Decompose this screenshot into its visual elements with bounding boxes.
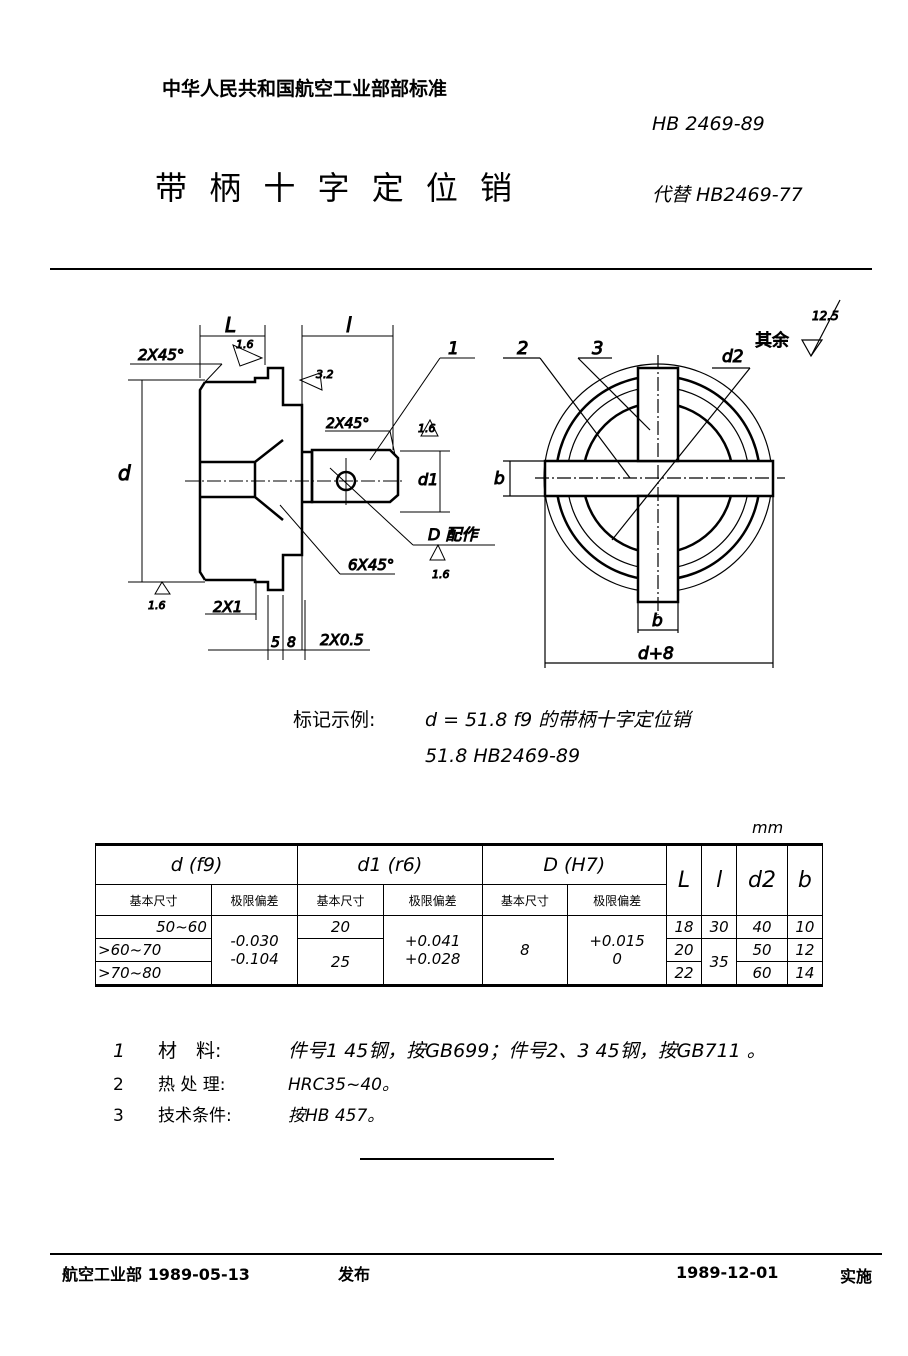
- chamfer-pin: 2X45°: [326, 416, 369, 432]
- cell-b: 14: [786, 961, 824, 986]
- tol-lower: 0: [612, 950, 622, 968]
- standard-code: HB 2469-89: [652, 113, 765, 135]
- note-2: 2 热 处 理: HRC35~40。: [113, 1070, 399, 1095]
- tol-upper: +0.015: [589, 932, 645, 950]
- note-label: 技术条件:: [158, 1106, 232, 1126]
- note-1: 1 材 料: 件号1 45钢，按GB699；件号2、3 45钢，按GB711 。: [113, 1036, 766, 1063]
- cell-d2: 60: [736, 961, 788, 986]
- header-b: b: [786, 844, 824, 916]
- dim-b-left: b: [494, 469, 505, 489]
- note-text: 按HB 457。: [288, 1106, 385, 1126]
- roughness-pin: 1.6: [418, 422, 436, 435]
- note-text: 件号1 45钢，按GB699；件号2、3 45钢，按GB711 。: [288, 1040, 766, 1062]
- dim-5: 5: [271, 635, 280, 651]
- tol-lower: -0.104: [230, 950, 279, 968]
- dim-d2: d2: [722, 347, 744, 367]
- roughness-face: 3.2: [316, 368, 334, 381]
- tol-upper: -0.030: [230, 932, 279, 950]
- effective-label: 实施: [840, 1267, 873, 1286]
- end-rule: [360, 1158, 554, 1160]
- dim-L: L: [225, 313, 236, 337]
- cell-d: >60~70: [95, 938, 212, 962]
- cell-L: 22: [665, 961, 703, 986]
- unit-label: mm: [752, 818, 784, 837]
- effective-date: 1989-12-01: [676, 1263, 779, 1282]
- header-D: D (H7): [481, 844, 667, 885]
- note-label: 热 处 理:: [158, 1075, 226, 1095]
- subheader: 极限偏差: [210, 884, 299, 916]
- cell-d-tolerance: -0.030-0.104: [210, 915, 299, 986]
- subheader: 基本尺寸: [297, 884, 384, 916]
- tol-lower: +0.028: [404, 950, 461, 968]
- dimensions-table: d (f9) d1 (r6) D (H7) L l d2 b 基本尺寸 极限偏差…: [94, 843, 824, 987]
- note-label: 材 料:: [158, 1040, 222, 1062]
- hole-note: D 配作: [428, 525, 480, 544]
- header-d: d (f9): [94, 844, 299, 885]
- org-standard-title: 中华人民共和国航空工业部部标准: [162, 78, 448, 100]
- subheader: 基本尺寸: [481, 884, 569, 916]
- roughness-top: 1.6: [236, 338, 254, 351]
- cell-d1-basic: 25: [297, 938, 384, 986]
- marking-example-line2: 51.8 HB2469-89: [425, 745, 581, 767]
- roughness-rest-label: 其余: [755, 331, 789, 351]
- cell-b: 10: [786, 915, 824, 939]
- issuer-date: 航空工业部 1989-05-13: [62, 1265, 250, 1284]
- marking-example-line1: d = 51.8 f9 的带柄十字定位销: [425, 709, 691, 731]
- cell-d: >70~80: [95, 961, 212, 986]
- header-l: l: [701, 844, 738, 916]
- roughness-rest-value: 12.5: [812, 309, 839, 323]
- table-row: >70~80 22 60 14: [95, 961, 824, 986]
- header-d2: d2: [736, 844, 788, 916]
- cell-l: 35: [701, 938, 738, 986]
- subheader: 极限偏差: [382, 884, 483, 916]
- header-rule: [50, 268, 872, 270]
- cell-b: 12: [786, 938, 824, 962]
- replaces-standard: 代替 HB2469-77: [652, 184, 803, 206]
- note-3: 3 技术条件: 按HB 457。: [113, 1101, 384, 1126]
- dim-overall: d+8: [638, 644, 674, 664]
- side-view-thin-lines: [128, 325, 495, 660]
- cell-D-basic: 8: [481, 915, 569, 986]
- note-number: 1: [113, 1040, 126, 1062]
- subheader: 基本尺寸: [95, 884, 212, 916]
- dim-l: l: [346, 313, 352, 337]
- front-view: [503, 299, 841, 668]
- roughness-bottom: 1.6: [148, 599, 166, 612]
- dim-d: d: [118, 461, 131, 485]
- chamfer-top: 2X45°: [138, 346, 184, 364]
- subheader: 极限偏差: [567, 884, 667, 916]
- groove-dim: 2X1: [213, 598, 242, 616]
- cell-d1-tolerance: +0.041+0.028: [382, 915, 483, 986]
- footer-rule: [50, 1253, 882, 1255]
- note-number: 2: [113, 1075, 124, 1095]
- marking-example-label: 标记示例:: [293, 709, 376, 731]
- note-number: 3: [113, 1106, 124, 1126]
- table-row: >60~70 25 20 35 50 12: [95, 938, 824, 986]
- cell-d2: 40: [736, 915, 788, 939]
- cell-L: 20: [665, 938, 703, 962]
- cell-d: 50~60: [95, 915, 212, 939]
- part-number-3: 3: [592, 338, 603, 359]
- roughness-hole: 1.6: [432, 568, 450, 581]
- note-text: HRC35~40。: [288, 1075, 399, 1095]
- tol-upper: +0.041: [404, 932, 461, 950]
- cell-d2: 50: [736, 938, 788, 962]
- document-title: 带 柄 十 字 定 位 销: [155, 169, 519, 207]
- undercut-dim: 2X0.5: [320, 631, 364, 649]
- table-row: 50~60 -0.030-0.104 20 +0.041+0.028 8 +0.…: [95, 915, 824, 986]
- dim-8: 8: [287, 635, 296, 651]
- cell-L: 18: [665, 915, 703, 939]
- cell-l: 30: [701, 915, 738, 939]
- chamfer-cone: 6X45°: [348, 556, 394, 574]
- dim-d1: d1: [418, 470, 438, 489]
- header-d1: d1 (r6): [297, 844, 483, 885]
- part-number-1: 1: [448, 339, 459, 359]
- part-number-2: 2: [517, 338, 528, 359]
- issued-label: 发布: [338, 1265, 371, 1284]
- header-L: L: [665, 844, 703, 916]
- dim-b-bottom: b: [652, 611, 663, 631]
- cell-d1-basic: 20: [297, 915, 384, 939]
